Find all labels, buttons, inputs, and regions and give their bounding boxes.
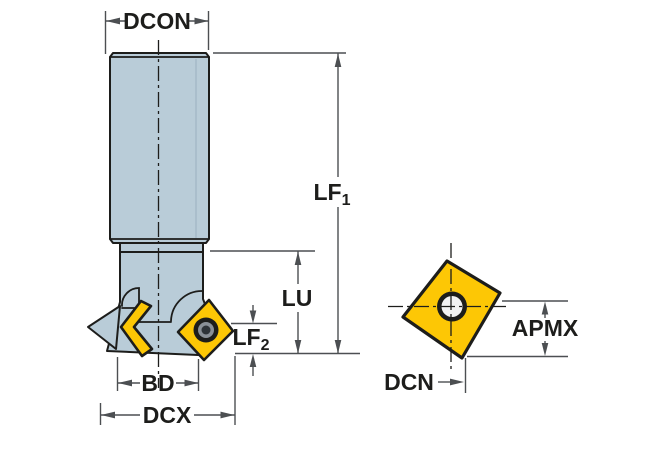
dimension-label-dcon: DCON: [123, 8, 191, 34]
dimension-label-bd: BD: [141, 370, 174, 396]
dimension-label-lf1: LF1: [313, 179, 350, 209]
tool-neck: [119, 242, 204, 253]
tool-shank: [109, 52, 210, 244]
left-flute-arc: [121, 287, 140, 309]
left-insert-chevron: [119, 299, 154, 358]
dimension-bd: BD: [116, 357, 200, 396]
right-flute-arc: [170, 290, 204, 322]
dimension-label-dcn: DCN: [384, 369, 434, 395]
dimension-label-dcx: DCX: [143, 402, 192, 428]
dimension-lu: LU: [210, 250, 315, 354]
mounted-insert-screw: [193, 317, 219, 343]
dimension-label-lu: LU: [282, 285, 313, 311]
dimension-lf2: LF2: [231, 305, 277, 376]
dimension-dcx: DCX: [99, 356, 236, 428]
dimension-label-lf2: LF2: [232, 324, 269, 354]
insert-front-view: [388, 243, 506, 370]
tool-side-view: [87, 40, 235, 388]
dimension-apmx: APMX: [467, 300, 579, 358]
left-pocket-tooth: [87, 305, 121, 350]
dimension-dcon: DCON: [104, 8, 210, 54]
dimension-label-apmx: APMX: [512, 315, 579, 341]
dimension-lf1: LF1: [213, 52, 351, 354]
dimension-dcn: DCN: [384, 358, 467, 395]
